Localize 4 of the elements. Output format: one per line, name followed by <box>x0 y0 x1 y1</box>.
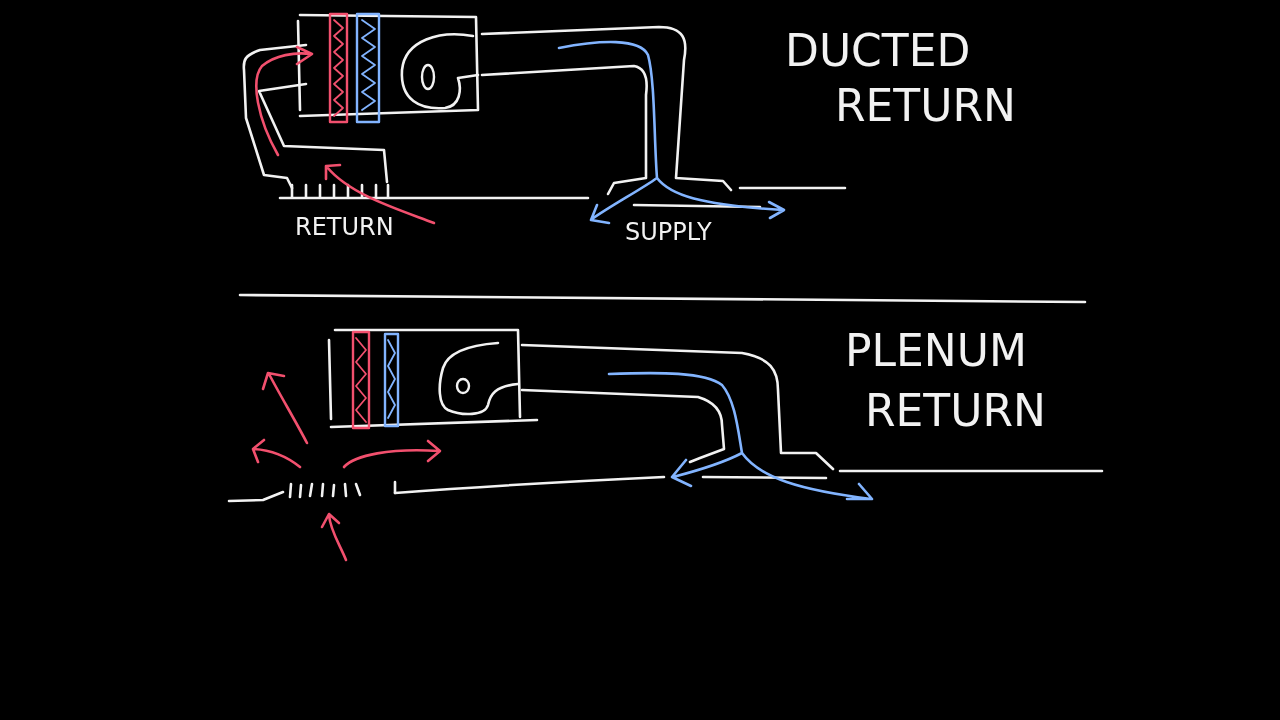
component-label: RETURN <box>295 215 395 239</box>
component-label: SUPPLY <box>625 220 713 244</box>
section-title: PLENUM RETURN <box>845 324 1047 438</box>
section-title: DUCTED RETURN <box>785 24 1017 133</box>
